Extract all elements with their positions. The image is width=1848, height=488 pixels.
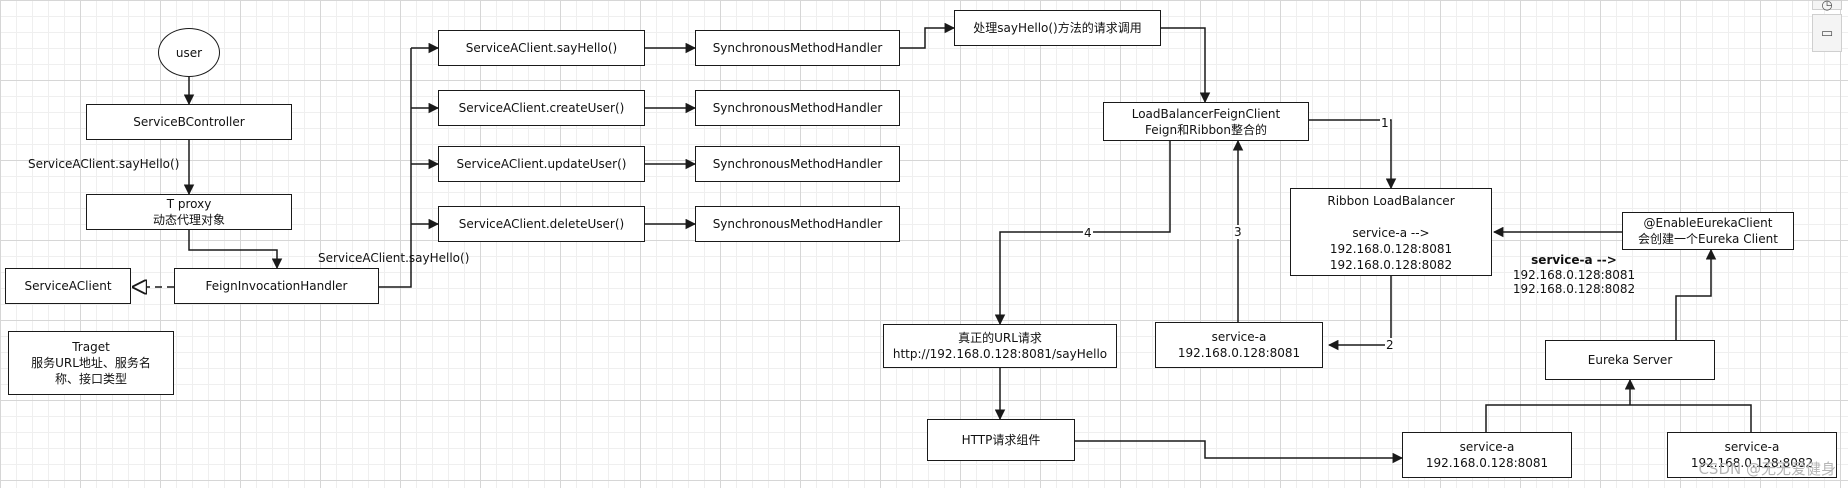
real-url-request-node: 真正的URL请求 http://192.168.0.128:8081/sayHe… [883,324,1117,368]
enable-eureka-client-node: @EnableEurekaClient 会创建一个Eureka Client [1622,212,1794,250]
feign-invocation-handler-node: FeignInvocationHandler [174,268,379,304]
step-number-2: 2 [1385,338,1395,352]
edge-handler-to-methods [379,48,412,288]
lb-feign-client-node: LoadBalancerFeignClient Feign和Ribbon整合的 [1103,102,1309,141]
step-number-1: 1 [1380,116,1390,130]
create-user-node: ServiceAClient.createUser() [438,90,645,126]
edge-proxy-to-handler [188,230,283,270]
registry-addresses: 192.168.0.128:8081 192.168.0.128:8082 [1512,268,1636,296]
ribbon-load-balancer-node: Ribbon LoadBalancer service-a --> 192.16… [1290,188,1492,276]
service-b-controller-node: ServiceBController [86,104,292,140]
http-component-node: HTTP请求组件 [927,419,1075,461]
step-number-4: 4 [1083,226,1093,240]
service-a-8081-node: service-a 192.168.0.128:8081 [1402,432,1572,478]
eureka-server-node: Eureka Server [1545,340,1715,380]
edge-services-to-eureka-server [1485,380,1752,432]
sync-method-handler-1: SynchronousMethodHandler [695,30,900,66]
edge-http-to-service-8081 [1075,440,1404,464]
sync-method-handler-4: SynchronousMethodHandler [695,206,900,242]
csdn-watermark: CSDN @无无爱健身 [1698,460,1836,478]
step-number-3: 3 [1233,225,1243,239]
t-proxy-node: T proxy 动态代理对象 [86,194,292,230]
target-node: Traget 服务URL地址、服务名 称、接口类型 [8,331,174,395]
user-node: user [158,28,220,77]
sync-method-handler-2: SynchronousMethodHandler [695,90,900,126]
registry-title: service-a --> [1531,253,1617,267]
call-label-say-hello-mid: ServiceAClient.sayHello() [318,251,470,265]
service-a-8082-node: service-a 192.168.0.128:8082 [1667,432,1837,478]
say-hello-node: ServiceAClient.sayHello() [438,30,645,66]
clock-icon: ◷ [1821,0,1833,13]
update-user-node: ServiceAClient.updateUser() [438,146,645,182]
delete-user-node: ServiceAClient.deleteUser() [438,206,645,242]
edge-eureka-server-to-client [1675,248,1717,340]
edge-process-to-lb-client [1161,27,1211,104]
process-say-hello-node: 处理sayHello()方法的请求调用 [954,10,1161,46]
sync-method-handler-3: SynchronousMethodHandler [695,146,900,182]
edge-handler-to-process [900,22,956,49]
comment-button[interactable]: ▭ [1812,14,1842,52]
comment-icon: ▭ [1820,25,1834,41]
edge-step2-ribbon-to-selected [1327,276,1392,351]
service-a-selected-node: service-a 192.168.0.128:8081 [1155,322,1323,368]
history-button[interactable]: ◷ [1812,0,1842,13]
service-a-client-node: ServiceAClient [5,268,131,304]
call-label-say-hello-left: ServiceAClient.sayHello() [28,157,180,171]
edge-step1-lb-client-to-ribbon [1309,119,1397,190]
